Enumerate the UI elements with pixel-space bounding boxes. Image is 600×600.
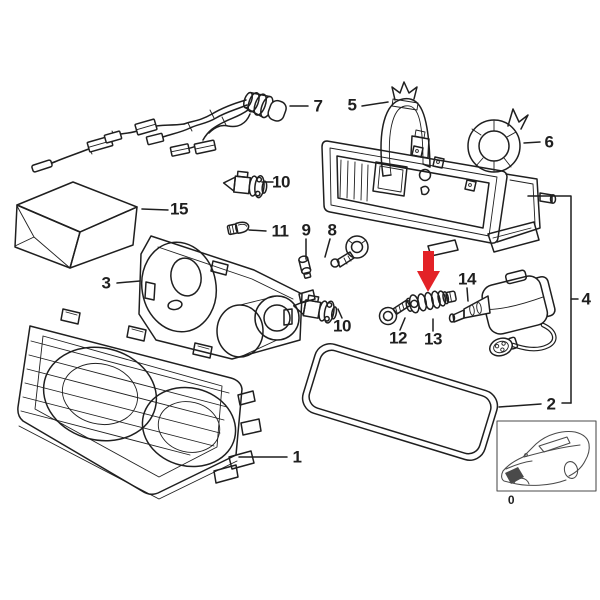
indicator-bulb-drawing (330, 235, 369, 268)
headlight-frame-drawing (138, 235, 316, 360)
part-label-9[interactable]: 9 (301, 220, 311, 240)
car-location-inset[interactable] (496, 420, 597, 492)
part-label-15[interactable]: 15 (170, 199, 188, 219)
carton-box-drawing (14, 181, 138, 269)
leader-5 (361, 101, 389, 107)
leader-12 (399, 317, 406, 331)
red-arrow-indicator (417, 251, 440, 292)
part-label-4[interactable]: 4 (581, 289, 591, 309)
car-outline-drawing (501, 431, 590, 486)
part-label-13[interactable]: 13 (424, 329, 442, 349)
leader-11 (248, 229, 267, 232)
part-label-2[interactable]: 2 (546, 394, 556, 414)
leader-2-left (498, 403, 542, 408)
part-label-7[interactable]: 7 (313, 96, 323, 116)
inset-border (496, 420, 597, 492)
h1-bulb-lower-drawing (292, 294, 338, 324)
part-label-6[interactable]: 6 (544, 132, 554, 152)
actuator-drawing (448, 269, 557, 357)
screw-drawing (378, 299, 411, 326)
part-label-11[interactable]: 11 (271, 221, 289, 241)
leader-15 (141, 208, 169, 211)
small-socket-drawing (298, 255, 312, 279)
headlight-lens-drawing (17, 308, 262, 500)
harness-round-connector (242, 91, 287, 122)
part-label-10-upper[interactable]: 10 (272, 172, 290, 192)
wiring-harness-drawing (31, 91, 287, 173)
covering-cap-drawing (467, 108, 529, 173)
inset-label-0[interactable]: 0 (507, 493, 515, 507)
leader-lines (116, 101, 579, 458)
h1-bulb-upper-drawing (222, 170, 268, 199)
retaining-ring-drawing (380, 81, 431, 177)
part-label-12[interactable]: 12 (389, 328, 407, 348)
headlight-position-highlight (505, 467, 524, 484)
part-label-5[interactable]: 5 (347, 95, 357, 115)
headlight-housing-drawing (321, 81, 557, 257)
leader-8 (324, 238, 331, 258)
wedge-bulb-drawing (226, 221, 250, 236)
gasket-drawing (301, 343, 499, 461)
leader-10b (337, 308, 343, 319)
part-label-14[interactable]: 14 (458, 269, 476, 289)
part-label-1[interactable]: 1 (292, 447, 302, 467)
leader-3 (116, 280, 141, 284)
part-label-3[interactable]: 3 (101, 273, 111, 293)
part-label-8[interactable]: 8 (327, 220, 337, 240)
actuator-plug-drawing (489, 336, 519, 357)
leader-6 (523, 141, 541, 144)
part-label-10-lower[interactable]: 10 (333, 316, 351, 336)
bracket-4 (527, 195, 572, 404)
adjuster-drawing (405, 290, 457, 314)
leader-14 (466, 287, 469, 302)
